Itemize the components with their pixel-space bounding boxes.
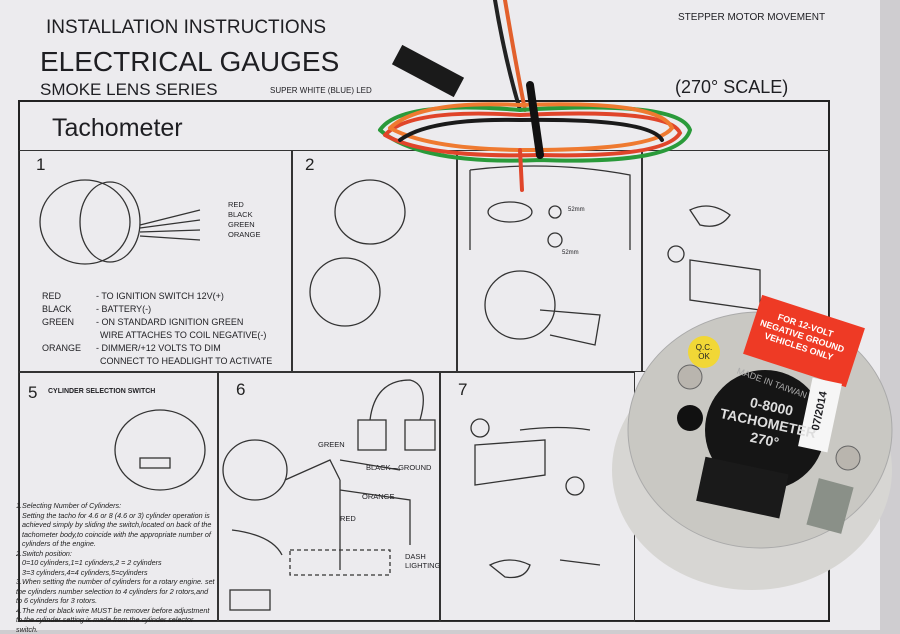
connector-plug — [392, 45, 464, 97]
qc-text: Q.C. — [694, 343, 714, 352]
instruction-sheet: STEPPER MOTOR MOVEMENT INSTALLATION INST… — [0, 0, 880, 630]
qc-text: OK — [694, 352, 714, 361]
wire-harness — [380, 0, 690, 190]
qc-sticker: Q.C.OK — [694, 343, 714, 361]
